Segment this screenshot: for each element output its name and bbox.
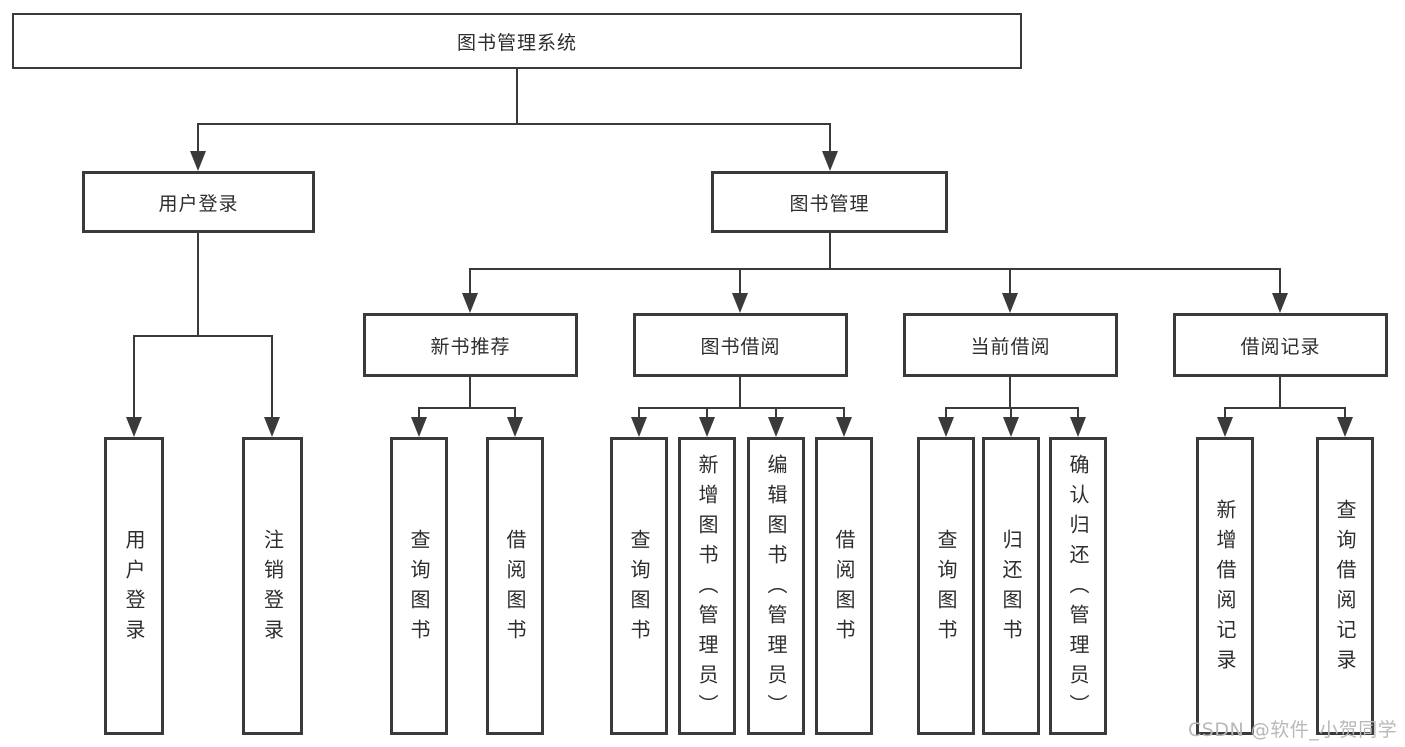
connector-line xyxy=(469,377,471,409)
connector-line xyxy=(1224,407,1226,419)
arrow-down-icon xyxy=(190,151,206,171)
connector-line xyxy=(1279,377,1281,409)
connector-line xyxy=(1279,268,1281,295)
connector-line xyxy=(829,233,831,270)
node-book-mgmt: 图书管理 xyxy=(711,171,948,233)
connector-line xyxy=(271,335,273,419)
node-current-borrow: 当前借阅 xyxy=(903,313,1118,377)
connector-line xyxy=(638,407,845,409)
connector-line xyxy=(418,407,420,419)
node-leaf-logout: 注销登录 xyxy=(242,437,303,735)
arrow-down-icon xyxy=(768,417,784,437)
connector-line xyxy=(706,407,708,419)
connector-line xyxy=(739,377,741,409)
arrow-down-icon xyxy=(1070,417,1086,437)
arrow-down-icon xyxy=(699,417,715,437)
arrow-down-icon xyxy=(1217,417,1233,437)
connector-line xyxy=(945,407,947,419)
node-leaf-return-book: 归还图书 xyxy=(982,437,1040,735)
node-leaf-add-book: 新增图书（管理员） xyxy=(678,437,736,735)
connector-line xyxy=(418,407,516,409)
connector-line xyxy=(1344,407,1346,419)
arrow-down-icon xyxy=(732,293,748,313)
arrow-down-icon xyxy=(126,417,142,437)
csdn-watermark: CSDN @软件_小贺同学 xyxy=(1188,719,1398,741)
arrow-down-icon xyxy=(264,417,280,437)
node-leaf-edit-book: 编辑图书（管理员） xyxy=(747,437,805,735)
node-leaf-borrow-book-1: 借阅图书 xyxy=(486,437,544,735)
node-leaf-add-borrow-record: 新增借阅记录 xyxy=(1196,437,1254,735)
node-leaf-confirm-return: 确认归还（管理员） xyxy=(1049,437,1107,735)
connector-line xyxy=(945,407,1079,409)
arrow-down-icon xyxy=(1002,293,1018,313)
arrow-down-icon xyxy=(462,293,478,313)
arrow-down-icon xyxy=(1337,417,1353,437)
connector-line xyxy=(775,407,777,419)
node-leaf-query-book-1: 查询图书 xyxy=(390,437,448,735)
connector-line xyxy=(197,123,199,153)
arrow-down-icon xyxy=(507,417,523,437)
node-leaf-query-borrow-record: 查询借阅记录 xyxy=(1316,437,1374,735)
node-leaf-query-book-2: 查询图书 xyxy=(610,437,668,735)
arrow-down-icon xyxy=(631,417,647,437)
connector-line xyxy=(516,69,518,125)
connector-line xyxy=(133,335,273,337)
connector-line xyxy=(843,407,845,419)
connector-line xyxy=(133,335,135,419)
connector-line xyxy=(829,123,831,153)
node-new-book-rec: 新书推荐 xyxy=(363,313,578,377)
connector-line xyxy=(1010,407,1012,419)
node-user-login: 用户登录 xyxy=(82,171,315,233)
node-book-borrow: 图书借阅 xyxy=(633,313,848,377)
arrow-down-icon xyxy=(1272,293,1288,313)
node-leaf-borrow-book-2: 借阅图书 xyxy=(815,437,873,735)
connector-line xyxy=(469,268,471,295)
connector-line xyxy=(1077,407,1079,419)
node-root: 图书管理系统 xyxy=(12,13,1022,69)
connector-line xyxy=(739,268,741,295)
connector-line xyxy=(469,268,1281,270)
arrow-down-icon xyxy=(836,417,852,437)
arrow-down-icon xyxy=(938,417,954,437)
connector-line xyxy=(1009,268,1011,295)
connector-line xyxy=(1224,407,1346,409)
arrow-down-icon xyxy=(1003,417,1019,437)
connector-line xyxy=(197,233,199,335)
arrow-down-icon xyxy=(411,417,427,437)
node-leaf-user-login: 用户登录 xyxy=(104,437,164,735)
arrow-down-icon xyxy=(822,151,838,171)
connector-line xyxy=(514,407,516,419)
connector-line xyxy=(1009,377,1011,409)
connector-line xyxy=(197,123,831,125)
node-leaf-query-book-3: 查询图书 xyxy=(917,437,975,735)
node-borrow-records: 借阅记录 xyxy=(1173,313,1388,377)
connector-line xyxy=(638,407,640,419)
